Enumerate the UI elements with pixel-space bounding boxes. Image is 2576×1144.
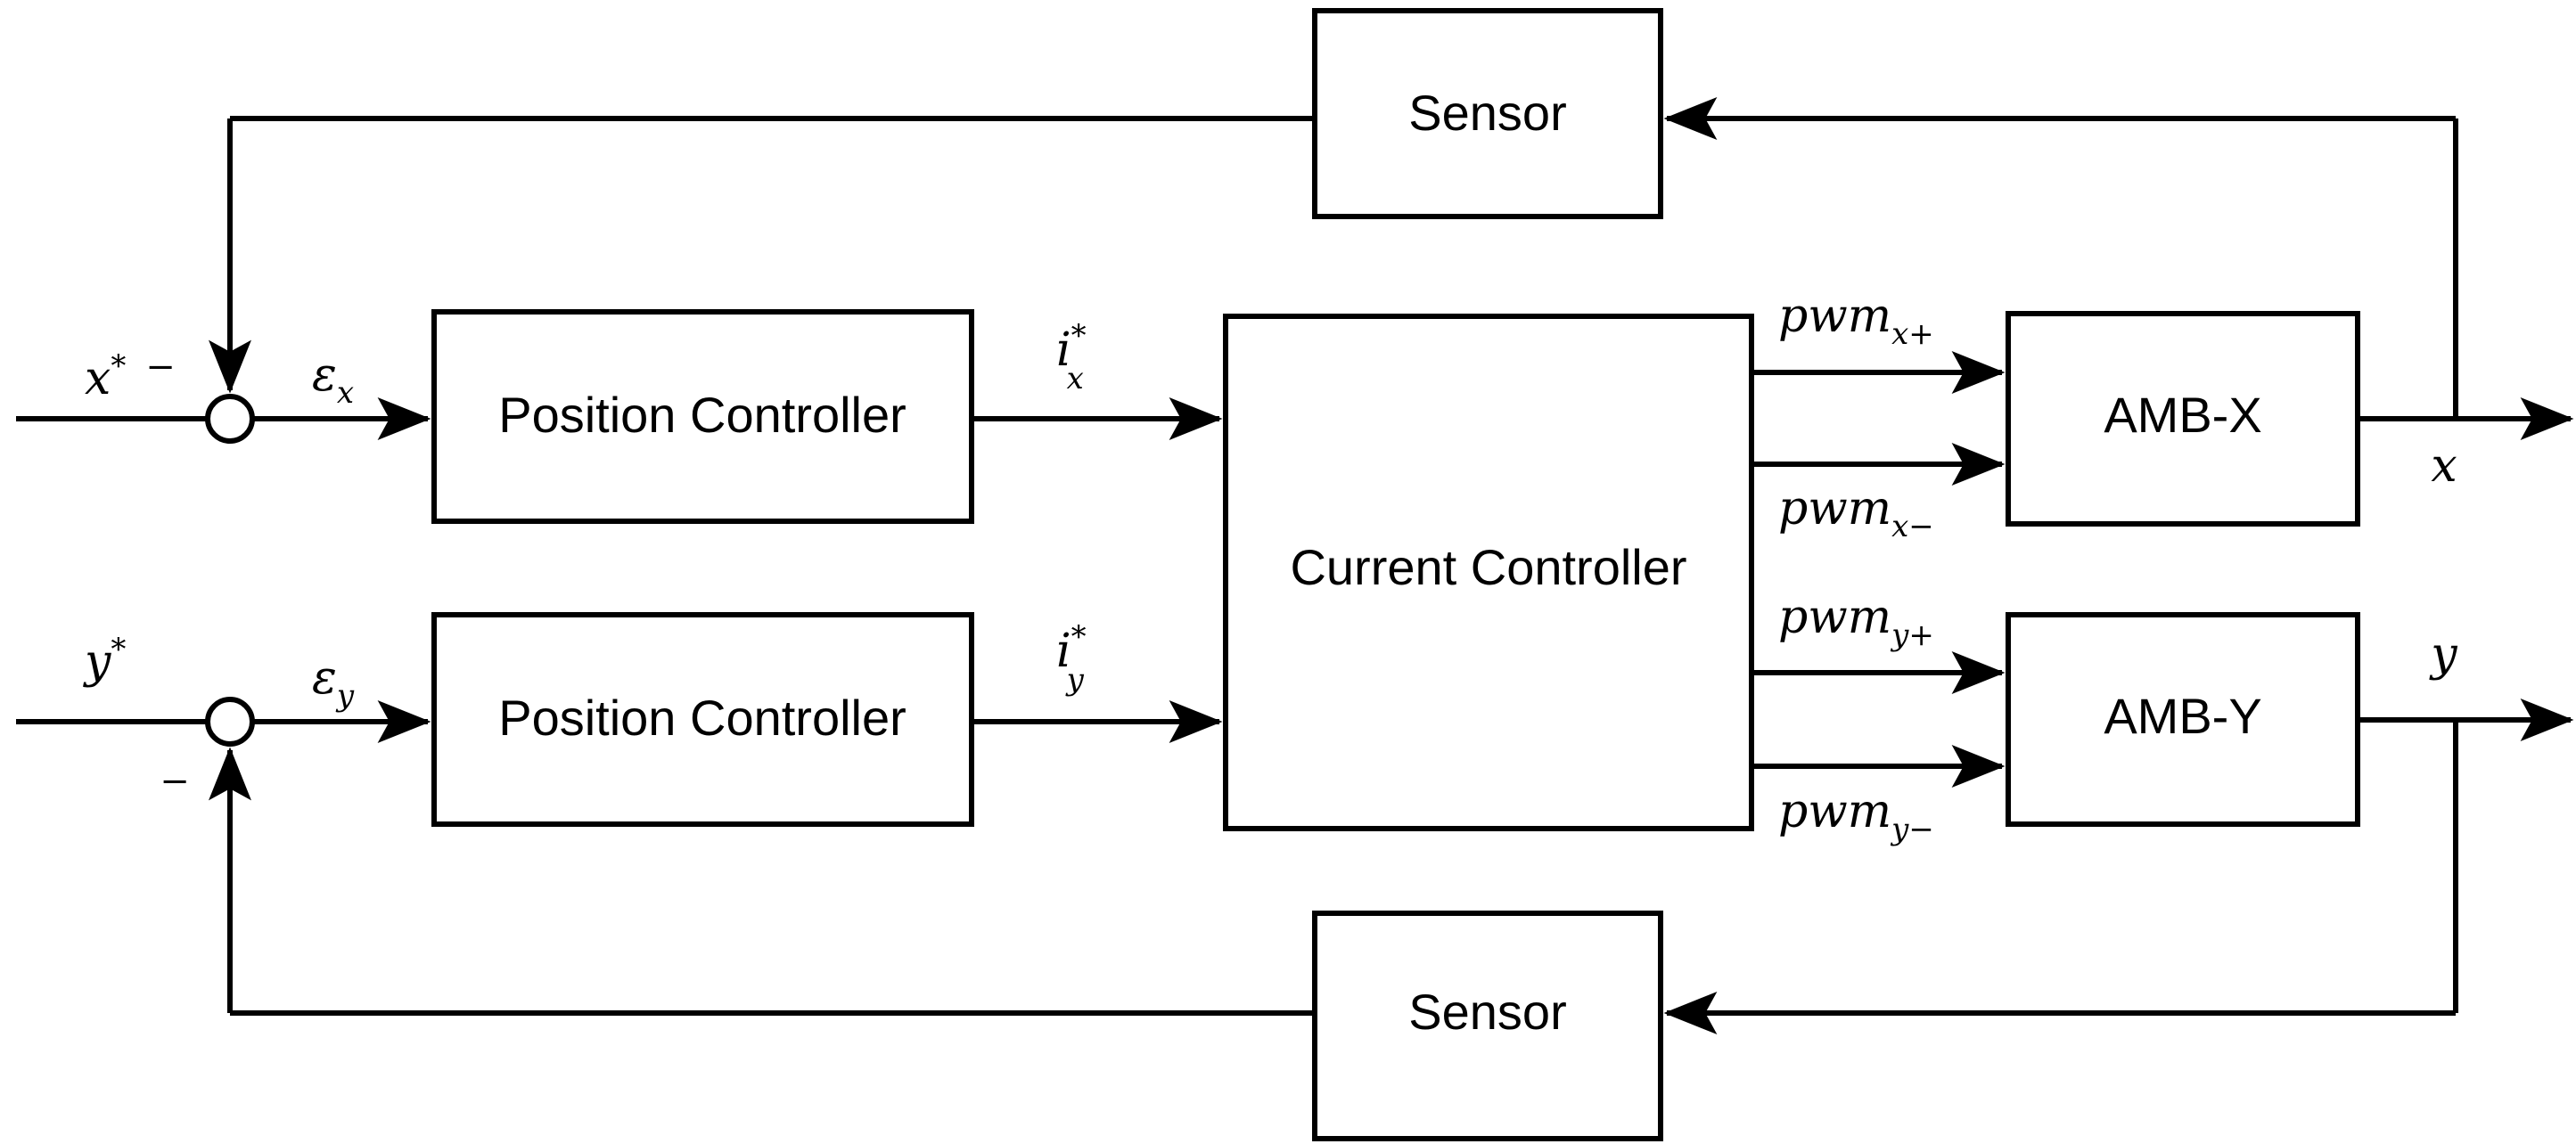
signal-label-pwm-x-plus: pwmx+ [1778,290,1934,352]
signal-ref-x-base: x [85,352,111,405]
block-sensor-bottom[interactable] [1312,911,1663,1141]
block-label-sensor-bottom: Sensor [1408,984,1566,1040]
signal-label-output-x: x [2431,439,2457,493]
signal-label-pwm-y-minus: pwmy− [1778,785,1934,847]
signal-err-x-base: ε [312,348,337,402]
signal-cur-x-sup: * [1071,318,1087,354]
block-label-amb-x: AMB-X [2104,387,2261,443]
block-sensor-top[interactable] [1312,8,1663,219]
signal-pwm-y-plus-sub: y+ [1890,617,1934,653]
signal-ref-y-sup: * [111,632,126,667]
signal-pwm-y-minus-base: pwm [1778,785,1891,838]
sign-minus-y: − [160,761,190,802]
block-label-current-controller: Current Controller [1290,539,1686,595]
signal-pwm-x-plus-sub: x+ [1891,316,1934,352]
signal-label-current-ref-x: i* x [1056,318,1087,396]
summing-junction-x [205,394,255,444]
sign-minus-x: − [145,347,176,388]
summing-junction-y [205,697,255,747]
signal-label-ref-x: x* [85,348,126,405]
signal-cur-y-sup: * [1071,619,1087,655]
signal-label-ref-y: y* [83,632,126,689]
block-amb-y[interactable] [2006,612,2360,827]
signal-pwm-y-plus-base: pwm [1778,591,1891,644]
signal-label-error-y: εy [312,651,355,714]
signal-pwm-x-minus-sub: x− [1891,509,1934,544]
block-label-position-controller-x: Position Controller [498,387,907,443]
signal-err-y-sub: y [335,678,355,714]
signal-pwm-y-minus-sub: y− [1890,812,1934,847]
block-amb-x[interactable] [2006,311,2360,527]
signal-err-x-sub: x [337,375,354,411]
block-position-controller-x[interactable] [431,309,974,524]
signal-err-y-base: ε [312,651,337,705]
signal-label-output-y: y [2429,628,2457,682]
block-current-controller[interactable] [1223,314,1754,831]
signal-pwm-x-minus-base: pwm [1778,482,1891,535]
signal-label-pwm-y-plus: pwmy+ [1778,591,1934,653]
signal-cur-x-sub: x [1067,361,1084,396]
signal-ref-x-sup: * [111,348,126,384]
signal-cur-y-sub: y [1065,662,1085,698]
block-label-sensor-top: Sensor [1408,85,1566,141]
block-label-amb-y: AMB-Y [2104,688,2261,744]
block-position-controller-y[interactable] [431,612,974,827]
signal-cur-x-base: i [1056,323,1071,377]
signal-cur-y-base: i [1056,625,1071,678]
block-label-position-controller-y: Position Controller [498,690,907,746]
signal-label-error-x: εx [312,348,354,411]
signal-label-pwm-x-minus: pwmx− [1778,482,1934,544]
signal-label-current-ref-y: i* y [1056,619,1087,698]
signal-ref-y-base: y [83,635,111,689]
signal-pwm-x-plus-base: pwm [1778,290,1891,343]
